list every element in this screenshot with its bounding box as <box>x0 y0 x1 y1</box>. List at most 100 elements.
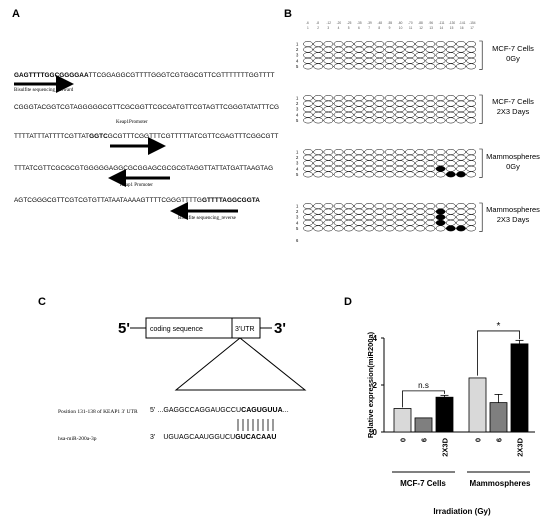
row-number: 5 <box>296 226 299 231</box>
position-number: 14 <box>440 26 444 30</box>
unmethylated-cpg <box>384 117 395 124</box>
unmethylated-cpg <box>323 165 334 172</box>
unmethylated-cpg <box>303 160 313 167</box>
unmethylated-cpg <box>354 225 364 232</box>
row-number: 3 <box>296 161 299 166</box>
unmethylated-cpg <box>405 160 415 167</box>
unmethylated-cpg <box>445 100 456 107</box>
unmethylated-cpg <box>343 63 354 70</box>
unmethylated-cpg <box>333 149 344 155</box>
unmethylated-cpg <box>405 46 415 53</box>
unmethylated-cpg <box>333 117 344 124</box>
position-number-upper: -60 <box>398 21 403 25</box>
position-number: 2 <box>317 26 319 30</box>
position-label: Position 131-138 of KEAP1 3' UTR <box>58 409 138 415</box>
unmethylated-cpg <box>394 219 405 226</box>
unmethylated-cpg <box>333 171 344 178</box>
unmethylated-cpg <box>445 219 456 226</box>
unmethylated-cpg <box>374 46 385 53</box>
unmethylated-cpg <box>323 57 334 64</box>
unmethylated-cpg <box>435 203 446 209</box>
unmethylated-cpg <box>425 57 436 64</box>
unmethylated-cpg <box>333 63 344 70</box>
unmethylated-cpg <box>425 52 436 59</box>
unmethylated-cpg <box>354 149 364 155</box>
unmethylated-cpg <box>394 165 405 172</box>
unmethylated-cpg <box>313 214 324 221</box>
unmethylated-cpg <box>364 100 375 107</box>
unmethylated-cpg <box>343 100 354 107</box>
sequence-line-5: AGTCGGGCGTTCGTCGTGTTATAATAAAAGTTTTCGGGTT… <box>14 197 260 204</box>
unmethylated-cpg <box>354 46 364 53</box>
unmethylated-cpg <box>343 95 354 101</box>
unmethylated-cpg <box>313 100 324 107</box>
unmethylated-cpg <box>394 63 405 70</box>
unmethylated-cpg <box>354 100 364 107</box>
panel-label-b: B <box>284 8 292 20</box>
unmethylated-cpg <box>384 63 395 70</box>
unmethylated-cpg <box>415 117 426 124</box>
unmethylated-cpg <box>466 160 477 167</box>
unmethylated-cpg <box>343 160 354 167</box>
unmethylated-cpg <box>303 46 313 53</box>
position-number-upper: -12 <box>326 21 331 25</box>
unmethylated-cpg <box>384 171 395 178</box>
unmethylated-cpg <box>394 203 405 209</box>
unmethylated-cpg <box>435 160 446 167</box>
unmethylated-cpg <box>384 100 395 107</box>
unmethylated-cpg <box>333 46 344 53</box>
unmethylated-cpg <box>456 160 466 167</box>
unmethylated-cpg <box>323 149 334 155</box>
unmethylated-cpg <box>425 160 436 167</box>
unmethylated-cpg <box>456 57 466 64</box>
unmethylated-cpg <box>435 171 446 178</box>
unmethylated-cpg <box>456 41 466 47</box>
unmethylated-cpg <box>364 63 375 70</box>
sequence-line-3: TTTTATTTATTTTCGTTATGGTCGCGTTTCGGTTTCGTTT… <box>14 133 279 140</box>
unmethylated-cpg <box>364 41 375 47</box>
unmethylated-cpg <box>354 160 364 167</box>
unmethylated-cpg <box>425 100 436 107</box>
unmethylated-cpg <box>313 165 324 172</box>
bar <box>435 396 454 433</box>
unmethylated-cpg <box>405 219 415 226</box>
unmethylated-cpg <box>405 57 415 64</box>
unmethylated-cpg <box>313 117 324 124</box>
unmethylated-cpg <box>343 117 354 124</box>
unmethylated-cpg <box>333 208 344 215</box>
unmethylated-cpg <box>456 165 466 172</box>
unmethylated-cpg <box>354 165 364 172</box>
position-number-upper: -25 <box>347 21 352 25</box>
position-number: 16 <box>460 26 464 30</box>
significance-bracket <box>477 330 520 376</box>
unmethylated-cpg <box>343 225 354 232</box>
position-number: 9 <box>389 26 391 30</box>
unmethylated-cpg <box>415 106 426 113</box>
three-prime-label: 3' <box>274 320 286 337</box>
unmethylated-cpg <box>466 46 477 53</box>
target-sequence: 5' ...GAGGCCAGGAUGCCUCAGUGUUA... <box>150 407 289 414</box>
bar <box>489 402 508 433</box>
unmethylated-cpg <box>466 165 477 172</box>
unmethylated-cpg <box>343 208 354 215</box>
unmethylated-cpg <box>394 214 405 221</box>
unmethylated-cpg <box>313 111 324 118</box>
unmethylated-cpg <box>425 149 436 155</box>
unmethylated-cpg <box>323 171 334 178</box>
unmethylated-cpg <box>323 52 334 59</box>
unmethylated-cpg <box>445 160 456 167</box>
unmethylated-cpg <box>333 160 344 167</box>
unmethylated-cpg <box>425 41 436 47</box>
unmethylated-cpg <box>445 165 456 172</box>
row-number: 4 <box>296 58 299 63</box>
unmethylated-cpg <box>323 46 334 53</box>
unmethylated-cpg <box>435 57 446 64</box>
unmethylated-cpg <box>333 95 344 101</box>
group-bracket <box>479 148 483 178</box>
unmethylated-cpg <box>374 149 385 155</box>
y-tick-label: 2 <box>373 381 378 390</box>
unmethylated-cpg <box>374 52 385 59</box>
row-number: 1 <box>296 150 299 155</box>
unmethylated-cpg <box>415 149 426 155</box>
